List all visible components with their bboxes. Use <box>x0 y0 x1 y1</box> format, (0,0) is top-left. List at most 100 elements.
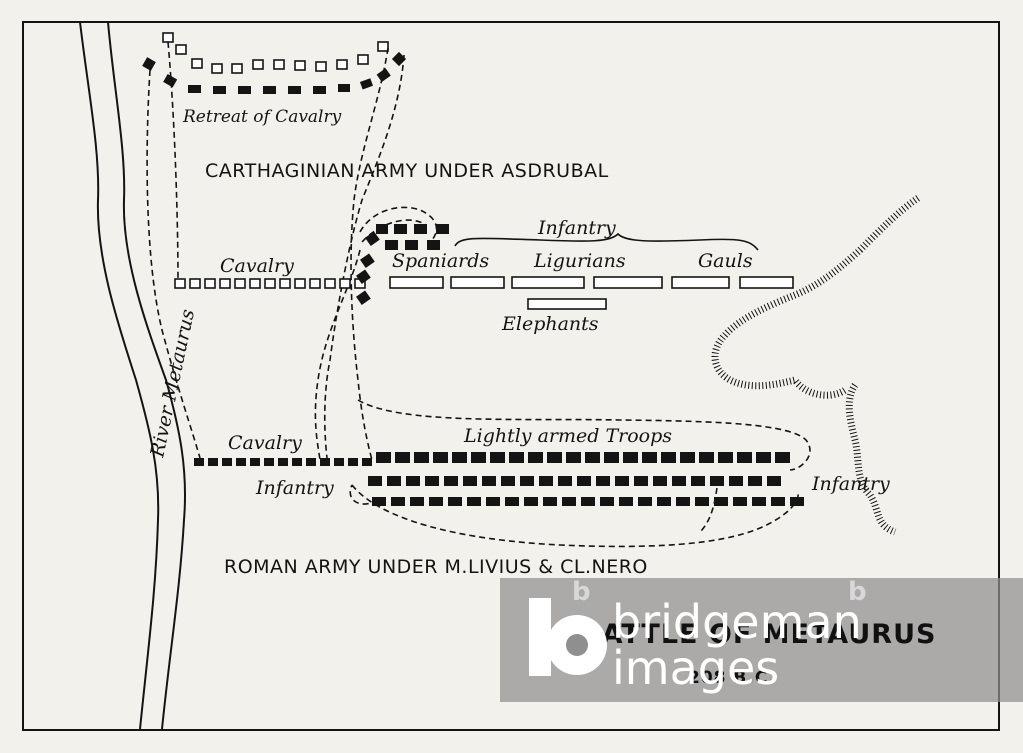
roman-infantry-block <box>661 452 676 463</box>
infantry-top-label: Infantry <box>537 217 616 239</box>
roman-infantry-block <box>433 452 448 463</box>
roman-infantry-block <box>642 452 657 463</box>
roman-infantry-block <box>501 476 515 486</box>
roman-infantry-block <box>448 497 462 506</box>
battle-title: BATTLE OF METAURUS <box>580 619 936 650</box>
roman-infantry-block <box>372 497 386 506</box>
carthaginian-infantry-units <box>389 276 794 310</box>
roman-infantry-block <box>672 476 686 486</box>
roman-cavalry-blocks <box>194 458 372 466</box>
roman-infantry-block <box>638 497 652 506</box>
roman-infantry-block <box>566 452 581 463</box>
hills <box>711 195 920 536</box>
roman-infantry-block <box>771 497 785 506</box>
roman-infantry-block <box>600 497 614 506</box>
roman-infantry-block <box>444 476 458 486</box>
carthaginian-cavalry-label: Cavalry <box>220 255 294 277</box>
roman-infantry-block <box>387 476 401 486</box>
roman-infantry-block <box>596 476 610 486</box>
roman-infantry-blocks <box>368 452 804 506</box>
roman-infantry-block <box>585 452 600 463</box>
roman-infantry-block <box>482 476 496 486</box>
roman-army-label: ROMAN ARMY UNDER M.LIVIUS & CL.NERO <box>224 556 648 578</box>
roman-infantry-block <box>775 452 790 463</box>
roman-infantry-block <box>486 497 500 506</box>
roman-infantry-block <box>368 476 382 486</box>
spaniards-filled-blocks <box>356 224 449 305</box>
roman-infantry-right-label: Infantry <box>811 473 890 495</box>
roman-infantry-block <box>471 452 486 463</box>
roman-infantry-block <box>547 452 562 463</box>
roman-infantry-block <box>710 476 724 486</box>
bridgeman-logo-icon <box>529 598 607 676</box>
roman-infantry-block <box>581 497 595 506</box>
roman-infantry-block <box>748 476 762 486</box>
roman-infantry-block <box>657 497 671 506</box>
river-label: River Metaurus <box>146 307 199 460</box>
roman-infantry-block <box>406 476 420 486</box>
roman-infantry-block <box>414 452 429 463</box>
roman-infantry-block <box>737 452 752 463</box>
roman-infantry-block <box>604 452 619 463</box>
roman-infantry-block <box>452 452 467 463</box>
battle-date: 208 B.C. <box>688 668 776 688</box>
roman-infantry-block <box>577 476 591 486</box>
roman-infantry-block <box>790 497 804 506</box>
roman-infantry-block <box>467 497 481 506</box>
roman-infantry-block <box>634 476 648 486</box>
roman-infantry-block <box>490 452 505 463</box>
roman-infantry-block <box>695 497 709 506</box>
watermark-brand-line2: images <box>612 641 779 695</box>
roman-cavalry-label: Cavalry <box>228 432 302 454</box>
roman-infantry-block <box>509 452 524 463</box>
river-metaurus <box>79 21 187 730</box>
roman-infantry-block <box>676 497 690 506</box>
roman-infantry-block <box>714 497 728 506</box>
roman-infantry-block <box>429 497 443 506</box>
roman-infantry-block <box>539 476 553 486</box>
carthaginian-army-label: CARTHAGINIAN ARMY UNDER ASDRUBAL <box>205 160 609 182</box>
roman-infantry-block <box>691 476 705 486</box>
movement-paths <box>146 41 811 548</box>
roman-infantry-block <box>718 452 733 463</box>
roman-infantry-block <box>463 476 477 486</box>
roman-infantry-block <box>699 452 714 463</box>
retreat-cavalry-filled-blocks <box>142 51 407 94</box>
carthaginian-cavalry-squares <box>174 278 366 289</box>
roman-infantry-block <box>505 497 519 506</box>
roman-infantry-block <box>615 476 629 486</box>
roman-infantry-block <box>391 497 405 506</box>
roman-infantry-block <box>425 476 439 486</box>
roman-infantry-block <box>752 497 766 506</box>
roman-infantry-block <box>520 476 534 486</box>
roman-infantry-block <box>395 452 410 463</box>
watermark-brand-line1: bridgeman <box>612 595 862 649</box>
ligurians-label: Ligurians <box>533 250 626 272</box>
roman-infantry-block <box>767 476 781 486</box>
roman-infantry-block <box>524 497 538 506</box>
elephants-label: Elephants <box>501 313 599 335</box>
gauls-label: Gauls <box>698 250 753 272</box>
retreat-cavalry-label: Retreat of Cavalry <box>182 107 342 127</box>
infantry-brace <box>454 232 759 251</box>
spaniards-label: Spaniards <box>392 250 489 272</box>
retreat-cavalry-open-squares <box>162 32 389 74</box>
roman-infantry-block <box>562 497 576 506</box>
faint-watermark-b-1: b <box>572 577 591 607</box>
lightly-armed-troops-label: Lightly armed Troops <box>463 425 672 447</box>
roman-infantry-block <box>653 476 667 486</box>
roman-infantry-block <box>619 497 633 506</box>
map-frame <box>22 21 1000 731</box>
roman-infantry-block <box>623 452 638 463</box>
roman-infantry-block <box>733 497 747 506</box>
roman-infantry-block <box>410 497 424 506</box>
roman-infantry-block <box>756 452 771 463</box>
roman-infantry-left-label: Infantry <box>255 477 334 499</box>
roman-infantry-block <box>680 452 695 463</box>
roman-infantry-block <box>528 452 543 463</box>
roman-infantry-block <box>729 476 743 486</box>
roman-infantry-block <box>376 452 391 463</box>
faint-watermark-b-2: b <box>848 577 867 607</box>
roman-infantry-block <box>543 497 557 506</box>
